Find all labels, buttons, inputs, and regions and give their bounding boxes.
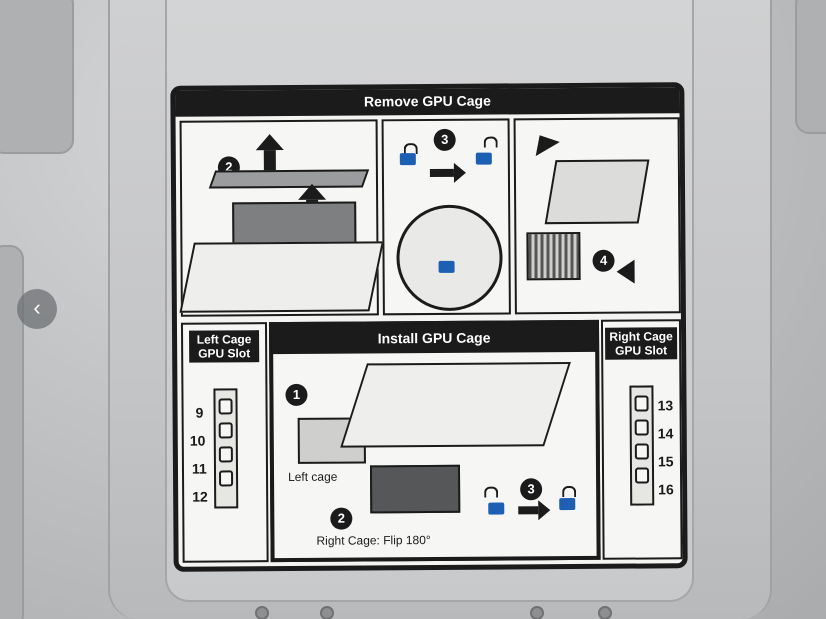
remove-step-1-2-panel: 2 1 (179, 119, 384, 317)
right-cage-drawing (369, 464, 461, 514)
lift-arrow-icon (527, 128, 560, 157)
locked-icon (562, 485, 577, 498)
remove-step-4-panel: 4 (513, 117, 681, 315)
heatsink-drawing (526, 231, 581, 281)
unlocked-icon (484, 486, 499, 498)
slot-number: 15 (657, 453, 674, 470)
latch-icon (475, 152, 492, 165)
push-arrow-icon (616, 259, 635, 284)
right-cage-slot-panel: Right Cage GPU Slot 13 14 15 16 (600, 319, 683, 560)
step-badge: 3 (433, 128, 456, 151)
slot-number: 14 (657, 425, 674, 442)
rivet (320, 606, 334, 619)
rivet (530, 606, 544, 619)
chevron-left-icon: ‹ (33, 295, 41, 320)
slot-number: 13 (657, 397, 674, 414)
previous-image-button[interactable]: ‹ (17, 289, 57, 329)
step-badge: 4 (592, 249, 615, 272)
lift-arrow-icon (297, 183, 327, 200)
install-gpu-cage-title: Install GPU Cage (270, 323, 598, 353)
left-cage-caption: Left cage (287, 469, 338, 484)
right-cage-caption: Right Cage: Flip 180° (316, 532, 431, 548)
latch-detail-circle (396, 204, 503, 312)
unlocked-icon (483, 136, 498, 148)
latch-icon (399, 153, 416, 166)
install-gpu-cage-panel: Install GPU Cage 1 Left cage 2 3 Right C… (268, 319, 601, 563)
slot-strip (629, 385, 655, 506)
latch-icon (559, 497, 576, 511)
slot-number: 9 (195, 404, 204, 421)
gpu-cage-drawing (232, 201, 357, 245)
slot-number: 16 (658, 481, 674, 498)
step-badge: 3 (520, 478, 543, 501)
latch-icon (438, 260, 455, 273)
rivet (255, 606, 269, 619)
rivet (598, 606, 612, 619)
slot-number: 11 (191, 460, 207, 477)
arrow-right-icon (453, 162, 466, 183)
remove-step-3-panel: 3 (381, 118, 511, 316)
gpu-cage-instruction-label: Remove GPU Cage 2 1 3 (170, 82, 688, 572)
arrow-right-icon (538, 500, 551, 521)
arrow-right-icon (429, 168, 454, 177)
chassis-cutout-right-top (795, 0, 826, 134)
chassis-cutout-left-top (0, 0, 74, 154)
chassis-drawing (340, 362, 571, 448)
air-baffle-drawing (208, 169, 370, 189)
left-cage-slot-panel: Left Cage GPU Slot 9 10 11 12 (180, 322, 269, 563)
left-cage-gpu-slot-title: Left Cage GPU Slot (189, 330, 260, 363)
gpu-cage-drawing (544, 159, 650, 225)
step-badge: 2 (330, 507, 353, 530)
step-badge: 1 (285, 383, 308, 407)
slot-number: 10 (189, 432, 206, 449)
remove-gpu-cage-title: Remove GPU Cage (175, 87, 680, 117)
right-cage-gpu-slot-title: Right Cage GPU Slot (605, 327, 678, 360)
lift-arrow-icon (255, 134, 284, 151)
lift-arrow-icon (263, 150, 276, 173)
latch-icon (488, 502, 505, 515)
slot-number: 12 (192, 488, 208, 505)
chassis-drawing (179, 241, 384, 313)
slot-strip (213, 388, 239, 509)
install-diagram: 1 Left cage 2 3 Right Cage: Flip 180° (273, 351, 597, 559)
arrow-right-icon (518, 506, 539, 515)
